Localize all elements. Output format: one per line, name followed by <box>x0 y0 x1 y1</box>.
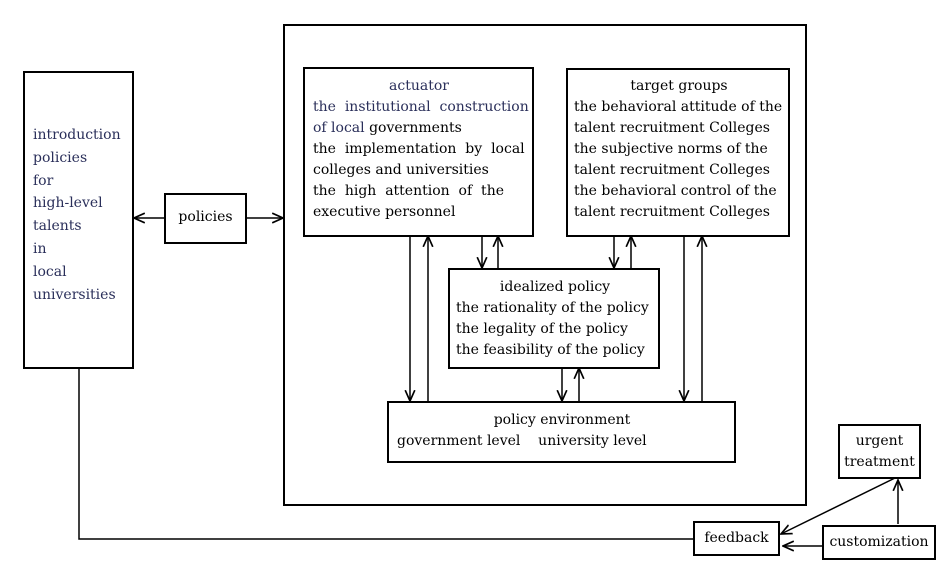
urgent-treatment-box <box>838 424 921 479</box>
actuator-line: of local governments <box>313 118 525 139</box>
actuator-line: executive personnel <box>313 204 456 220</box>
policies-label: policies <box>178 209 233 225</box>
left-line: talents <box>33 218 82 235</box>
target-groups-line: talent recruitment Colleges <box>574 162 770 178</box>
policy-environment-title: policy environment <box>493 412 631 428</box>
idealized-policy-line: the legality of the policy <box>456 321 628 337</box>
actuator-text: actuator the institutional construction … <box>313 76 529 223</box>
left-line: in <box>33 240 47 257</box>
actuator-box <box>303 67 534 237</box>
actuator-title: actuator <box>389 78 449 94</box>
target-groups-title: target groups <box>630 78 728 94</box>
target-groups-line: talent recruitment Colleges <box>574 204 770 220</box>
target-groups-line: the behavioral control of the <box>574 183 777 199</box>
policy-system-box <box>283 24 807 506</box>
urgent-treatment-line: urgent <box>855 433 904 449</box>
idealized-policy-line: the feasibility of the policy <box>456 342 645 358</box>
actuator-line: the implementation by local <box>313 141 525 157</box>
left-line: policies <box>33 149 88 166</box>
policies-box <box>164 193 247 244</box>
urgent-treatment-line: treatment <box>844 454 915 470</box>
introduction-policies-text: introduction policies for high-level tal… <box>33 124 121 306</box>
left-line: universities <box>33 286 116 303</box>
target-groups-line: the behavioral attitude of the <box>574 99 783 115</box>
actuator-line: colleges and universities <box>313 162 489 178</box>
urgent-treatment-text: urgent treatment <box>838 431 921 473</box>
left-line: high-level <box>33 195 103 212</box>
left-line: for <box>33 172 54 189</box>
policy-environment-levels: government level university level <box>397 433 647 449</box>
actuator-line: the high attention of the <box>313 183 504 199</box>
target-groups-line: talent recruitment Colleges <box>574 120 770 136</box>
actuator-line-black-part: governments <box>364 120 462 136</box>
feedback-return-line <box>78 368 693 540</box>
idealized-policy-line: the rationality of the policy <box>456 300 649 316</box>
feedback-label: feedback <box>704 530 769 546</box>
policy-environment-text: policy environment government level univ… <box>397 410 727 452</box>
idealized-policy-text: idealized policy the rationality of the … <box>456 277 654 361</box>
customization-box <box>822 525 936 560</box>
policy-environment-box <box>387 401 736 463</box>
arrow-urgent-to-feedback <box>781 477 896 534</box>
left-line: local <box>33 263 67 280</box>
actuator-line-colored-part: of local <box>313 120 365 136</box>
target-groups-text: target groups the behavioral attitude of… <box>574 76 784 223</box>
target-groups-box <box>566 68 790 237</box>
idealized-policy-title: idealized policy <box>499 279 611 295</box>
target-groups-line: the subjective norms of the <box>574 141 768 157</box>
feedback-box <box>693 521 780 556</box>
idealized-policy-box <box>448 268 660 369</box>
left-line: introduction <box>33 127 121 143</box>
actuator-line: the institutional construction <box>313 99 529 115</box>
customization-label: customization <box>829 534 929 550</box>
introduction-policies-box <box>23 71 134 369</box>
